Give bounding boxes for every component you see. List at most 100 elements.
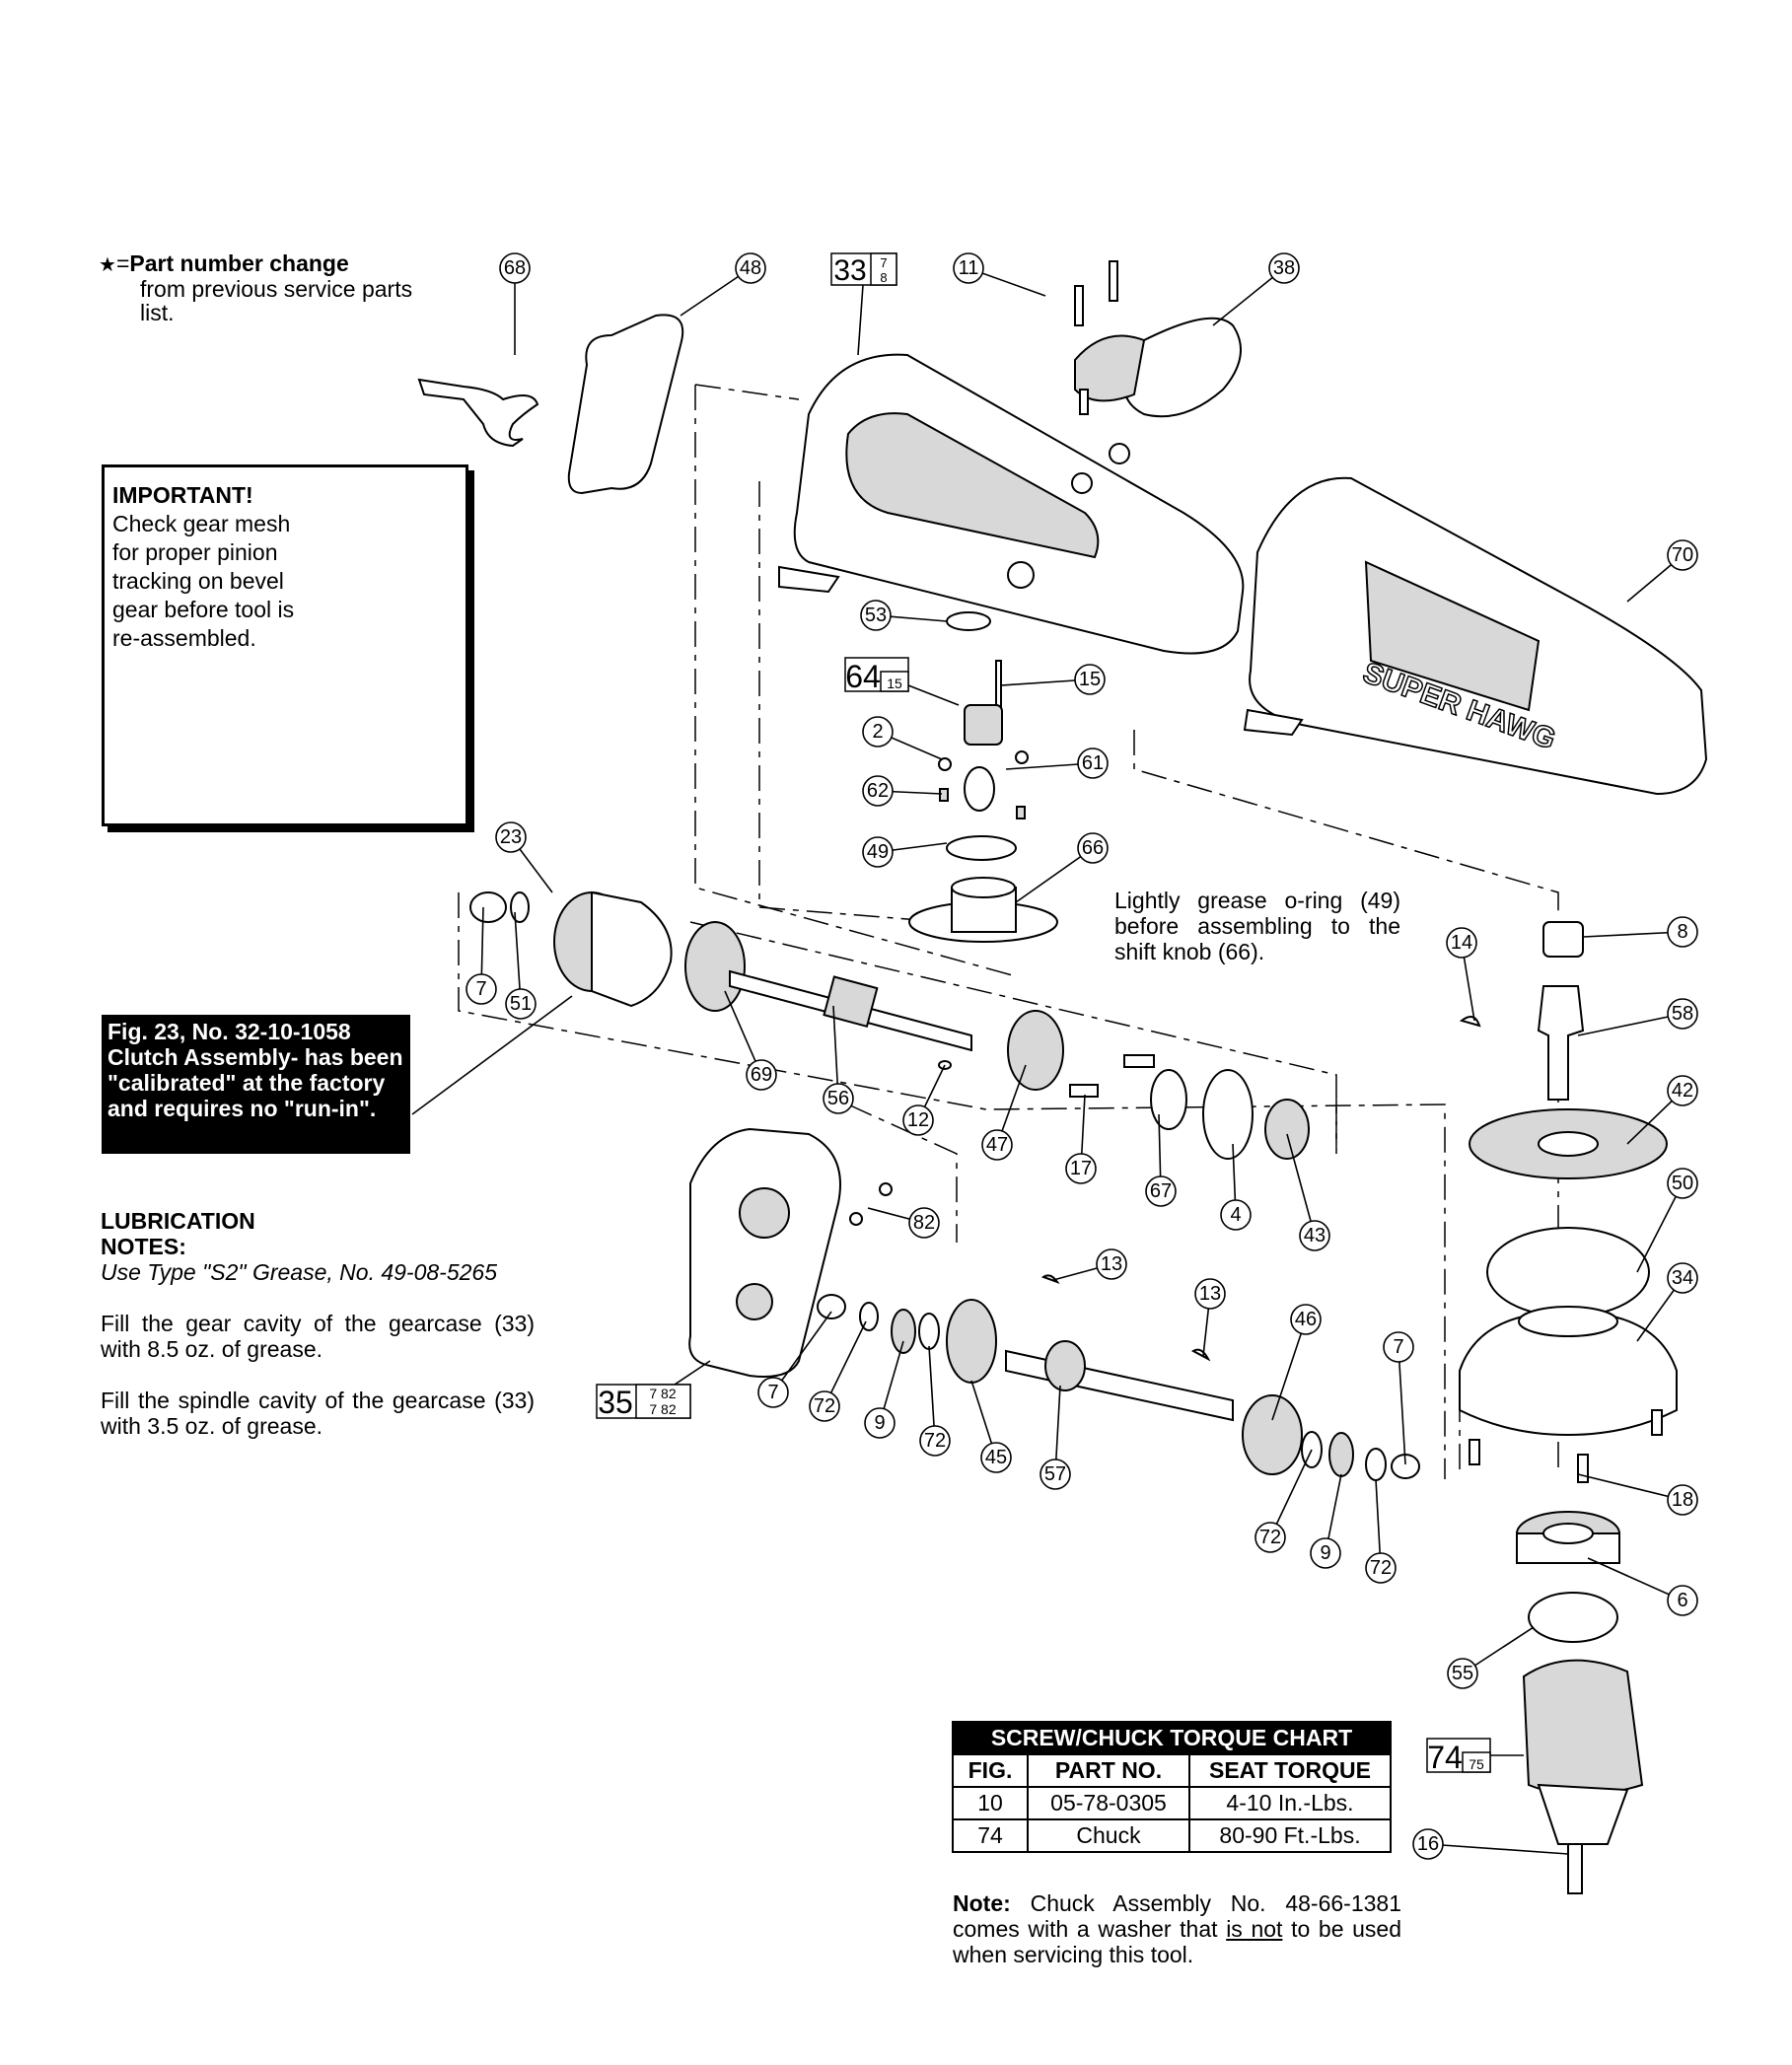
table-row: 10 05-78-0305 4-10 In.-Lbs. [952,1786,1392,1820]
callout-circle [1077,832,1109,864]
callout-label: 68 [504,257,526,279]
callout-circle [1667,1484,1698,1516]
callout-label: 4 [1230,1204,1241,1226]
callout-label: 66 [1082,837,1104,859]
callout-14: 14 [1446,927,1477,1022]
spindle-cavity-note: Fill the spindle cavity of the gearcase … [101,1388,535,1439]
svg-text:15: 15 [887,676,902,691]
o-ring-grease-note: Lightly grease o-ring (49) before assemb… [1114,888,1400,964]
switch-part [1074,260,1242,418]
note-underlined: is not [1226,1916,1283,1942]
callout-label: 56 [827,1088,849,1109]
gasket-part [567,314,684,495]
callout-6: 6 [1587,1557,1698,1616]
spindle-stack-part [1459,921,1678,1894]
callout-label: 49 [867,841,889,863]
leader-line [824,1320,867,1407]
callout-circle [1667,1168,1698,1199]
callout-11: 11 [953,252,1046,297]
note-post: to be used when servicing this tool. [953,1916,1402,1967]
callout-label: 62 [867,780,889,802]
callout-45: 45 [970,1380,1012,1473]
callout-circle [1383,1331,1414,1363]
callout-49: 49 [862,836,948,868]
callout-circle [1310,1537,1341,1569]
callout-57: 57 [1039,1385,1071,1490]
callout-label: 42 [1672,1080,1693,1102]
callout-72: 72 [809,1320,867,1422]
callout-circle [919,1425,951,1457]
callout-label: 57 [1044,1463,1066,1485]
callout-circle [981,1129,1013,1161]
callout-circle [1268,252,1300,284]
callout-8: 8 [1582,916,1698,948]
callout-82: 82 [867,1207,940,1239]
callout-7: 7 [757,1311,832,1408]
leader-line [1286,1133,1316,1237]
callout-label: 72 [1370,1557,1392,1579]
fig-box-74: 74 75 [1426,1738,1524,1775]
table-cell: Chuck [1027,1818,1190,1853]
callout-circle [823,1083,854,1114]
callout-66: 66 [1015,832,1109,903]
callout-label: 43 [1304,1225,1326,1246]
callout-label: 7 [1393,1336,1403,1358]
fig-box-64: 64 15 [844,657,960,706]
callout-18: 18 [1577,1473,1698,1516]
callout-circle [757,1377,789,1408]
callout-circle [980,1442,1012,1473]
callout-label: 18 [1672,1489,1693,1511]
callout-label: 9 [1320,1542,1330,1564]
callout-4: 4 [1220,1143,1252,1231]
important-title: IMPORTANT! [112,482,253,508]
callout-67: 67 [1145,1113,1177,1207]
callout-9: 9 [864,1340,904,1439]
callout-label: 13 [1101,1253,1122,1275]
svg-text:64: 64 [845,659,881,694]
leader-line [1577,1013,1684,1036]
callout-circle [1254,1522,1286,1553]
callout-label: 55 [1452,1663,1473,1684]
callout-circle [1667,539,1698,571]
callout-circle [1412,1828,1444,1860]
leader-line [772,1311,832,1393]
callout-label: 2 [872,721,883,743]
leader-line [1015,847,1094,903]
callout-label: 50 [1672,1173,1693,1194]
note-pre: Chuck Assembly No. 48-66-1381 comes with… [953,1890,1402,1942]
callout-72: 72 [1254,1449,1313,1553]
callout-label: 38 [1273,257,1295,279]
callout-circle [1667,916,1698,948]
callout-circle [809,1390,840,1422]
callout-circle [1290,1304,1322,1335]
callout-72: 72 [919,1345,951,1457]
callout-56: 56 [823,1005,854,1114]
lubrication-heading: LUBRICATION NOTES: [101,1208,255,1259]
callout-label: 51 [510,993,532,1015]
callout-circle [1065,1153,1097,1184]
callout-circle [1446,927,1477,959]
clutch-part [469,890,673,1008]
leader-line [1582,931,1684,938]
callout-label: 34 [1672,1267,1693,1289]
torque-header-part: PART NO. [1027,1753,1190,1788]
note-label: Note: [953,1890,1011,1916]
callout-label: 58 [1672,1003,1693,1025]
torque-header-torque: SEAT TORQUE [1188,1753,1392,1788]
callout-55: 55 [1447,1626,1535,1689]
callout-9: 9 [1310,1473,1342,1569]
callout-label: 7 [767,1382,778,1403]
callout-51: 51 [505,911,537,1020]
svg-text:8: 8 [880,270,887,285]
callout-label: 13 [1199,1283,1221,1305]
clutch-assembly-note: Fig. 23, No. 32-10-1058 Clutch Assembly-… [102,1015,410,1154]
fig-box-35: 35 7 82 7 82 [596,1384,691,1420]
shift-knob-part [908,611,1058,943]
callout-46: 46 [1271,1304,1322,1421]
callout-label: 53 [865,605,887,626]
fig-box-33: 33 7 8 [830,252,897,356]
callout-circle [1039,1459,1071,1490]
callout-circle [505,988,537,1020]
leader-line [928,1345,936,1442]
